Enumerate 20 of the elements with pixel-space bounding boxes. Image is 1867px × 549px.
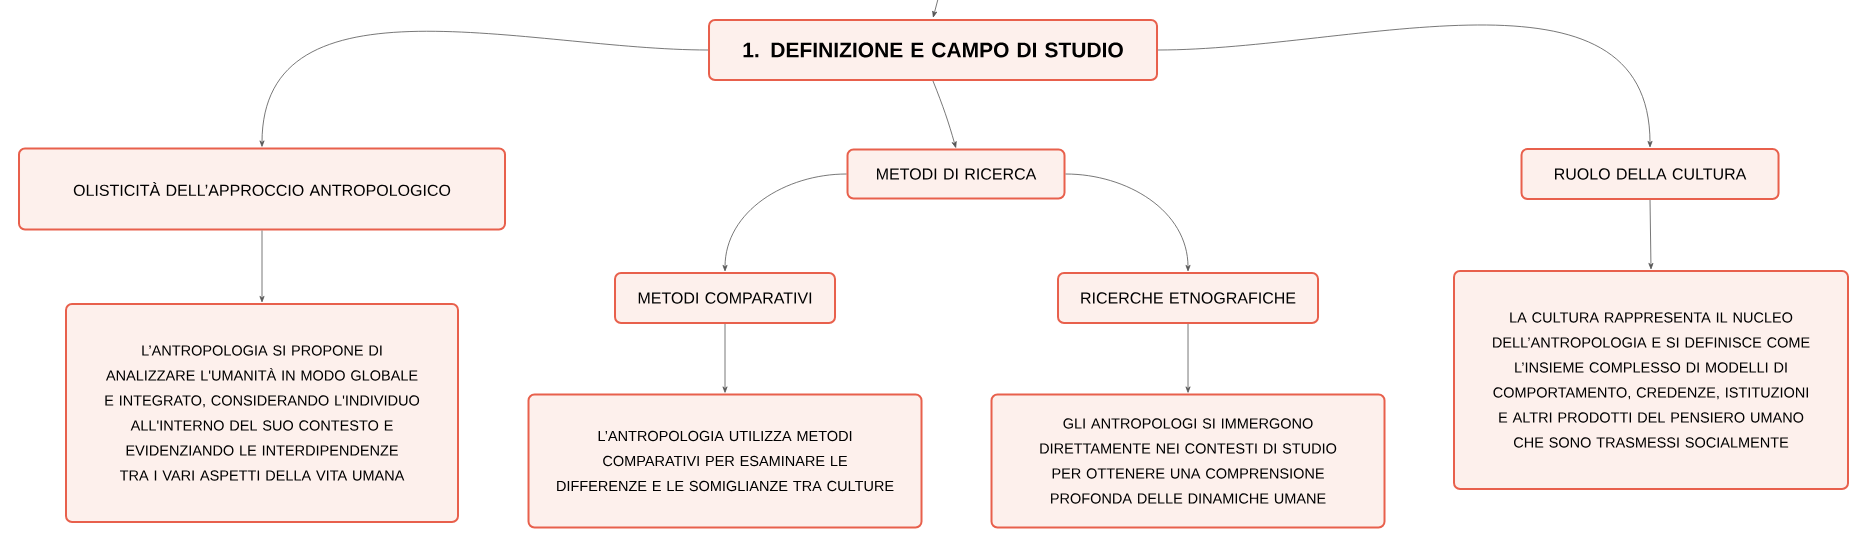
connector-arrow bbox=[932, 80, 957, 148]
description-box: GLI ANTROPOLOGI SI IMMERGONO DIRETTAMENTE NEI CONTESTI DI STUDIO PER OTTENERE UNA COMPRENSIONE PROFONDA DELLE DINAMICHE UMANE bbox=[990, 393, 1386, 529]
topic-box: RUOLO DELLA CULTURA bbox=[1520, 148, 1780, 200]
description-box: L’ANTROPOLOGIA UTILIZZA METODI COMPARATIVI PER ESAMINARE LE DIFFERENZE E LE SOMIGLIANZE TRA CULTURE bbox=[527, 393, 923, 529]
connector-arrow bbox=[722, 323, 728, 393]
connector-arrow bbox=[1648, 199, 1654, 270]
topic-box: METODI DI RICERCA bbox=[846, 148, 1066, 200]
topic-box: RICERCHE ETNOGRAFICHE bbox=[1057, 272, 1319, 324]
title-box: 1. DEFINIZIONE E CAMPO DI STUDIO bbox=[708, 19, 1158, 81]
topic-box: OLISTICITÀ DELL’APPROCCIO ANTROPOLOGICO bbox=[18, 147, 506, 231]
connector-arrow bbox=[1157, 24, 1653, 148]
connector-arrow bbox=[1185, 323, 1191, 393]
description-box: L’ANTROPOLOGIA SI PROPONE DI ANALIZZARE L'UMANITÀ IN MODO GLOBALE E INTEGRATO, CONSIDERANDO L'INDIVIDUO ALL'INTERNO DEL SUO CONTESTO E EVIDENZIANDO LE INTERDIPENDENZE TRA I VARI ASPETTI DELLA VITA UMANA bbox=[65, 303, 459, 523]
description-box: LA CULTURA RAPPRESENTA IL NUCLEO DELL’ANTROPOLOGIA E SI DEFINISCE COME L’INSIEME COMPLESSO DI MODELLI DI COMPORTAMENTO, CREDENZE, ISTITUZIONI E ALTRI PRODOTTI DEL PENSIERO UMANO CHE SONO TRASMESSI SOCIALMENTE bbox=[1453, 270, 1850, 490]
connector-arrow bbox=[722, 173, 847, 272]
topic-box: METODI COMPARATIVI bbox=[614, 272, 836, 324]
connector-arrow bbox=[1065, 173, 1191, 272]
connector-arrow bbox=[259, 230, 265, 303]
connector-arrow bbox=[259, 30, 709, 147]
connector-arrow bbox=[932, 0, 939, 18]
